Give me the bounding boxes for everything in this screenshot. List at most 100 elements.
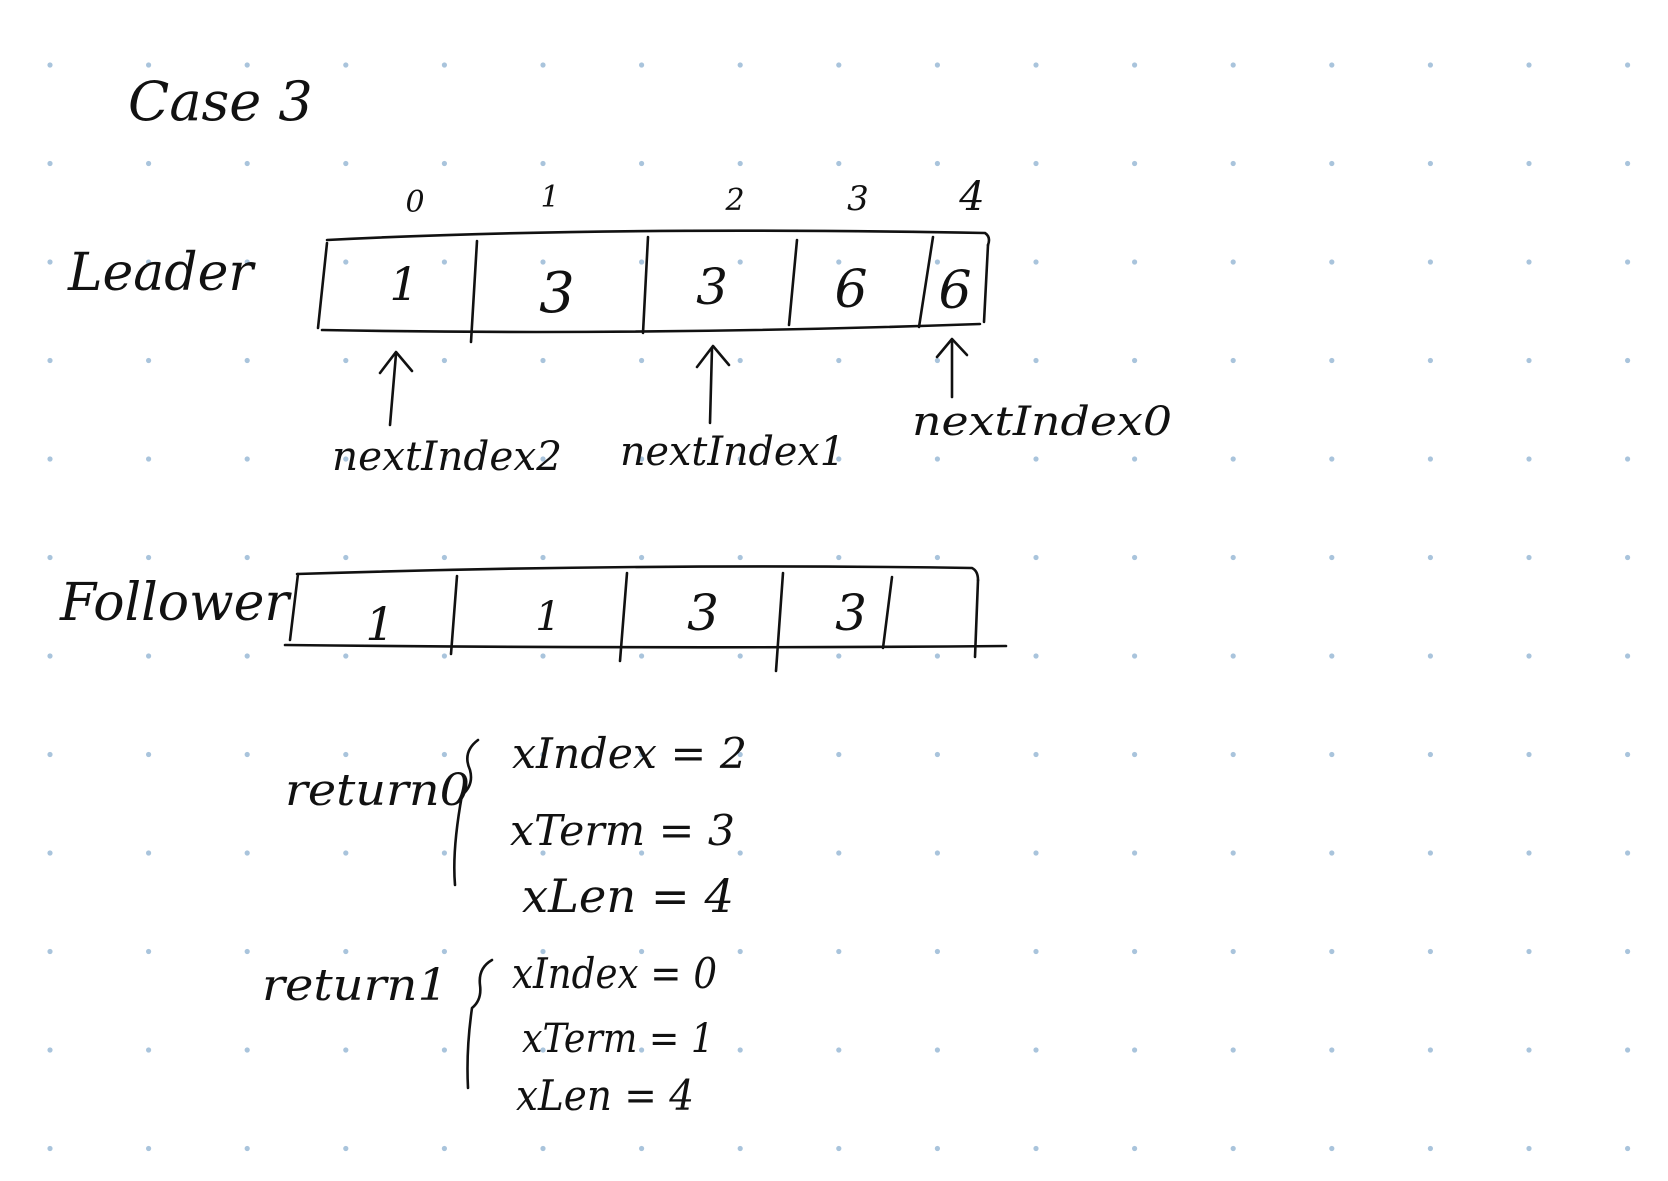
grid-dot [934, 948, 941, 955]
follower-array-bottom-border [283, 643, 1008, 649]
grid-dot [244, 259, 250, 265]
grid-dot [934, 653, 941, 659]
grid-dot [836, 62, 842, 68]
grid-dot [934, 357, 941, 364]
arrow-up-icon [378, 350, 414, 375]
grid-dot [1230, 751, 1236, 758]
grid-dot [146, 850, 152, 856]
grid-dot [244, 160, 250, 167]
grid-dot [47, 948, 53, 955]
grid-dot [1033, 62, 1039, 68]
follower-cell: 1 [365, 597, 394, 651]
grid-dot [244, 62, 250, 68]
arrow-up-icon [388, 352, 398, 427]
grid-dot [737, 1047, 743, 1053]
leader-index: 1 [540, 180, 559, 215]
grid-dot [1132, 554, 1138, 561]
grid-dot [244, 1145, 250, 1152]
follower-cell: 3 [687, 584, 719, 642]
grid-dot [1526, 1145, 1532, 1152]
leader-array-divider [787, 238, 799, 327]
follower-cell: 3 [835, 584, 867, 642]
grid-dot [1329, 1145, 1335, 1152]
grid-dot [1329, 948, 1335, 955]
grid-dot [146, 653, 152, 659]
follower-array-divider [774, 571, 785, 673]
follower-array-top-border [295, 565, 980, 582]
grid-dot [146, 948, 152, 955]
grid-dot [639, 751, 645, 758]
grid-dot [639, 1145, 645, 1152]
grid-dot [737, 751, 743, 758]
grid-dot [540, 1145, 546, 1152]
grid-dot [1427, 259, 1433, 265]
grid-dot [934, 160, 941, 167]
grid-dot [639, 357, 645, 364]
return-value: xIndex = 0 [512, 949, 717, 998]
grid-dot [1132, 653, 1138, 659]
grid-dot [836, 554, 842, 561]
grid-dot [47, 259, 53, 265]
grid-dot [540, 653, 546, 659]
grid-dot [836, 653, 842, 659]
leader-label: Leader [67, 243, 256, 303]
grid-dot [639, 554, 645, 561]
grid-dot [1230, 850, 1236, 856]
grid-dot [1329, 357, 1335, 364]
grid-dot [1230, 160, 1236, 167]
grid-dot [1427, 62, 1433, 68]
grid-dot [1329, 62, 1335, 68]
grid-dot [1427, 160, 1433, 167]
grid-dot [639, 653, 645, 659]
grid-dot [343, 751, 349, 758]
grid-dot [1625, 554, 1631, 561]
grid-dot [244, 850, 250, 856]
grid-dot [146, 357, 152, 364]
grid-dot [1526, 554, 1532, 561]
grid-dot [1230, 1145, 1236, 1152]
grid-dot [1132, 456, 1138, 462]
grid-dot [1427, 357, 1433, 364]
follower-cell: 1 [535, 594, 560, 640]
grid-dot [540, 554, 546, 561]
grid-dot [1526, 653, 1532, 659]
curly-brace-icon [453, 738, 480, 887]
grid-dot [1329, 259, 1335, 265]
grid-dot [244, 456, 250, 462]
grid-dot [1132, 751, 1138, 758]
arrow-up-icon [695, 344, 731, 369]
grid-dot [1329, 160, 1335, 167]
follower-label: Follower [59, 573, 292, 633]
grid-dot [343, 1145, 349, 1152]
return-value: xIndex = 2 [512, 729, 747, 778]
leader-cell: 6 [938, 261, 971, 321]
return-value: xTerm = 1 [522, 1016, 714, 1062]
grid-dot [540, 160, 546, 167]
grid-dot [47, 554, 53, 561]
grid-dot [441, 456, 447, 462]
grid-dot [1526, 456, 1532, 462]
grid-dot [934, 62, 941, 68]
grid-dot [836, 357, 842, 364]
grid-dot [441, 948, 447, 955]
grid-dot [441, 751, 447, 758]
grid-dot [441, 850, 447, 856]
grid-dot [343, 850, 349, 856]
grid-dot [1230, 259, 1236, 265]
grid-dot [1033, 259, 1039, 265]
grid-dot [737, 259, 743, 265]
return-value: xTerm = 3 [510, 806, 735, 855]
grid-dot [146, 1145, 152, 1152]
curly-brace-icon [466, 958, 494, 1090]
grid-dot [836, 1047, 842, 1053]
grid-dot [244, 357, 250, 364]
leader-index: 2 [724, 183, 744, 218]
grid-dot [1625, 62, 1631, 68]
grid-dot [1132, 1047, 1138, 1053]
grid-dot [47, 160, 53, 167]
grid-dot [1526, 160, 1532, 167]
grid-dot [1132, 160, 1138, 167]
grid-dot [1132, 357, 1138, 364]
grid-dot [146, 259, 152, 265]
grid-dot [540, 948, 546, 955]
